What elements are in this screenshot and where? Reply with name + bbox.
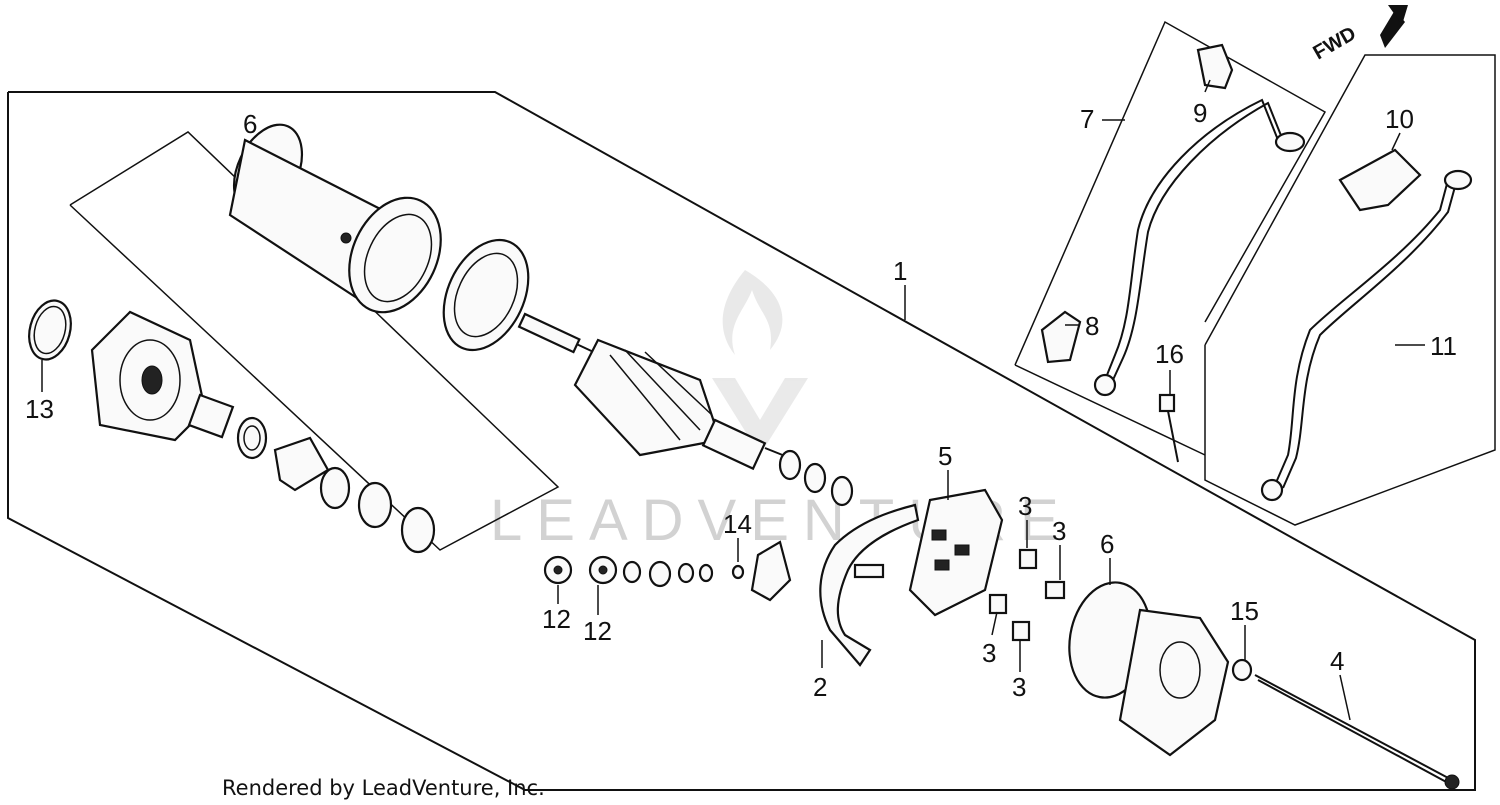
leader-10 bbox=[1391, 132, 1401, 151]
callout-14: 14 bbox=[723, 509, 752, 539]
sub-boundary-cable-11 bbox=[1204, 54, 1496, 526]
callout-15: 15 bbox=[1230, 596, 1259, 626]
part-armature[interactable] bbox=[517, 312, 791, 471]
part-armature-washers[interactable] bbox=[778, 449, 854, 507]
part-front-bearings[interactable] bbox=[187, 393, 436, 554]
callout-8: 8 bbox=[1085, 311, 1099, 341]
part-6-rear-cover[interactable] bbox=[1061, 576, 1230, 757]
leader-4 bbox=[1339, 674, 1351, 721]
part-magnet-ring[interactable] bbox=[427, 226, 545, 363]
part-terminal-insulator[interactable] bbox=[750, 540, 792, 602]
callout-12: 12 bbox=[583, 616, 612, 646]
part-16-bolt[interactable] bbox=[1158, 393, 1179, 463]
part-2-brush-plate[interactable] bbox=[819, 503, 920, 667]
callout-12: 12 bbox=[542, 604, 571, 634]
callout-7: 7 bbox=[1080, 104, 1094, 134]
part-8-cap[interactable] bbox=[1040, 310, 1082, 364]
sub-boundary-housing bbox=[69, 131, 560, 551]
part-6-yoke[interactable] bbox=[221, 114, 459, 327]
callout-6: 6 bbox=[243, 109, 257, 139]
callout-16: 16 bbox=[1155, 339, 1184, 369]
forward-arrow-icon bbox=[1380, 5, 1408, 48]
watermark-logo bbox=[712, 270, 808, 455]
part-12-nuts[interactable] bbox=[543, 555, 745, 588]
part-11-cable[interactable] bbox=[1260, 169, 1473, 502]
part-13-o-ring[interactable] bbox=[23, 296, 77, 364]
part-4-through-bolt[interactable] bbox=[1254, 674, 1460, 790]
direction-label: FWD bbox=[1310, 23, 1360, 65]
leader-9 bbox=[1204, 79, 1211, 93]
callout-6: 6 bbox=[1100, 529, 1114, 559]
part-15-nut[interactable] bbox=[1231, 658, 1253, 682]
callout-2: 2 bbox=[813, 672, 827, 702]
callout-10: 10 bbox=[1385, 104, 1414, 134]
callout-3: 3 bbox=[1012, 672, 1026, 702]
part-7-cable[interactable] bbox=[1093, 98, 1306, 397]
callout-3: 3 bbox=[982, 638, 996, 668]
part-9-cap[interactable] bbox=[1196, 43, 1234, 90]
assembly-boundary bbox=[7, 91, 1476, 791]
sub-boundary-cable-7 bbox=[1014, 20, 1327, 366]
part-5-brush-holder[interactable] bbox=[908, 488, 1004, 617]
callout-13: 13 bbox=[25, 394, 54, 424]
callout-11: 11 bbox=[1430, 331, 1457, 361]
callout-5: 5 bbox=[938, 441, 952, 471]
credit-text: Rendered by LeadVenture, Inc. bbox=[222, 776, 545, 800]
callout-9: 9 bbox=[1193, 98, 1207, 128]
callout-4: 4 bbox=[1330, 646, 1344, 676]
part-front-cover[interactable] bbox=[90, 310, 207, 442]
callout-3: 3 bbox=[1018, 491, 1032, 521]
part-10-cover[interactable] bbox=[1338, 148, 1422, 212]
callout-1: 1 bbox=[893, 256, 907, 286]
leader-3c bbox=[991, 611, 998, 636]
callout-3: 3 bbox=[1052, 516, 1066, 546]
part-3-brushes[interactable] bbox=[988, 548, 1066, 642]
